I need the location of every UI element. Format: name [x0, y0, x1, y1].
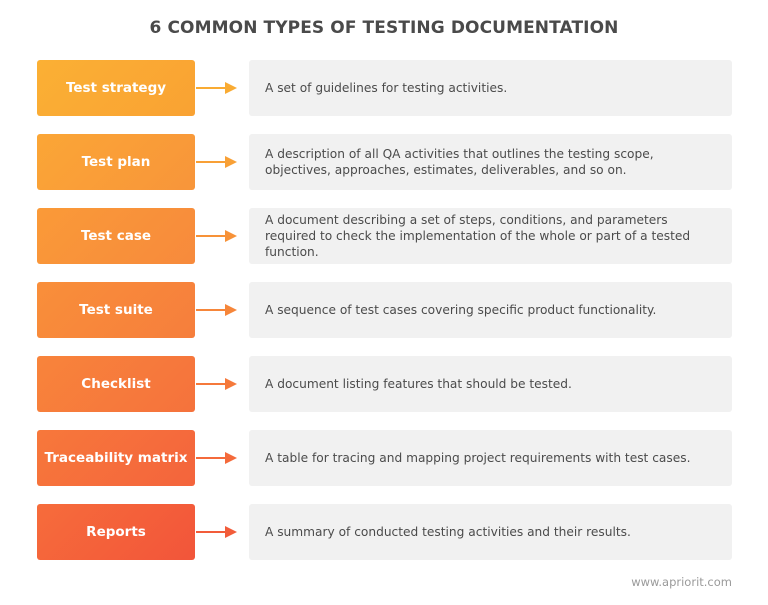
description-box: A description of all QA activities that … — [249, 134, 732, 190]
description-box: A table for tracing and mapping project … — [249, 430, 732, 486]
arrow-right-icon — [196, 82, 237, 94]
diagram-title: 6 COMMON TYPES OF TESTING DOCUMENTATION — [149, 18, 619, 38]
term-box: Reports — [37, 504, 195, 560]
doc-type-row: Test strategy A set of guidelines for te… — [0, 60, 768, 116]
doc-type-row: Checklist A document listing features th… — [0, 356, 768, 412]
arrow-right-icon — [196, 156, 237, 168]
doc-type-row: Test suite A sequence of test cases cove… — [0, 282, 768, 338]
description-box: A set of guidelines for testing activiti… — [249, 60, 732, 116]
description-text: A table for tracing and mapping project … — [265, 451, 691, 465]
term-box: Test plan — [37, 134, 195, 190]
website-watermark: www.apriorit.com — [631, 575, 732, 589]
description-text: A document listing features that should … — [265, 377, 572, 391]
term-box: Test suite — [37, 282, 195, 338]
description-text: A description of all QA activities that … — [265, 147, 654, 177]
description-box: A document listing features that should … — [249, 356, 732, 412]
description-box: A sequence of test cases covering specif… — [249, 282, 732, 338]
term-box: Traceability matrix — [37, 430, 195, 486]
description-box: A document describing a set of steps, co… — [249, 208, 732, 264]
arrow-right-icon — [196, 378, 237, 390]
arrow-right-icon — [196, 452, 237, 464]
term-box: Checklist — [37, 356, 195, 412]
arrow-right-icon — [196, 230, 237, 242]
description-text: A set of guidelines for testing activiti… — [265, 81, 508, 95]
doc-type-row: Traceability matrix A table for tracing … — [0, 430, 768, 486]
description-box: A summary of conducted testing activitie… — [249, 504, 732, 560]
description-text: A document describing a set of steps, co… — [265, 213, 691, 259]
description-text: A summary of conducted testing activitie… — [265, 525, 631, 539]
description-text: A sequence of test cases covering specif… — [265, 303, 657, 317]
arrow-right-icon — [196, 304, 237, 316]
doc-type-row: Test case A document describing a set of… — [0, 208, 768, 264]
term-box: Test strategy — [37, 60, 195, 116]
doc-type-row: Reports A summary of conducted testing a… — [0, 504, 768, 560]
arrow-right-icon — [196, 526, 237, 538]
doc-type-row: Test plan A description of all QA activi… — [0, 134, 768, 190]
term-box: Test case — [37, 208, 195, 264]
